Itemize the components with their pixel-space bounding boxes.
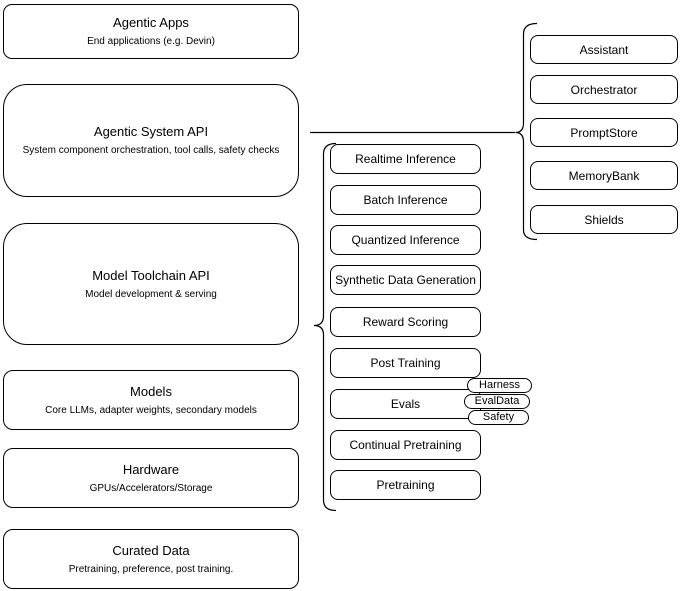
node-title: Hardware — [122, 461, 180, 477]
node-label: Continual Pretraining — [349, 438, 462, 452]
node-models: Models Core LLMs, adapter weights, secon… — [3, 370, 299, 430]
node-label: Post Training — [370, 356, 441, 370]
node-label: Assistant — [579, 42, 629, 57]
node-batch-inference: Batch Inference — [330, 185, 481, 215]
node-label: Reward Scoring — [362, 315, 449, 329]
node-pretraining: Pretraining — [330, 470, 481, 500]
node-evals: Evals — [330, 389, 481, 419]
node-subtitle: Model development & serving — [85, 288, 217, 300]
node-subtitle: Pretraining, preference, post training. — [68, 563, 234, 575]
tag-label: Harness — [479, 379, 520, 391]
node-label: Shields — [584, 212, 624, 227]
node-continual-pretraining: Continual Pretraining — [330, 430, 481, 460]
node-label: PromptStore — [570, 125, 638, 140]
tag-harness: Harness — [467, 378, 532, 393]
node-label: Evals — [390, 397, 421, 411]
node-shields: Shields — [530, 205, 678, 234]
node-subtitle: GPUs/Accelerators/Storage — [89, 482, 213, 494]
node-model-toolchain-api: Model Toolchain API Model development & … — [3, 223, 299, 345]
node-memorybank: MemoryBank — [530, 161, 678, 190]
node-label: Synthetic Data Generation — [335, 273, 476, 287]
node-title: Agentic System API — [93, 124, 209, 139]
node-curated-data: Curated Data Pretraining, preference, po… — [3, 529, 299, 589]
node-label: Pretraining — [376, 478, 435, 492]
node-label: Orchestrator — [570, 82, 638, 97]
node-assistant: Assistant — [530, 35, 678, 64]
node-subtitle: Core LLMs, adapter weights, secondary mo… — [45, 404, 257, 416]
node-hardware: Hardware GPUs/Accelerators/Storage — [3, 448, 299, 508]
tag-evaldata: EvalData — [464, 394, 530, 409]
node-subtitle: End applications (e.g. Devin) — [87, 36, 215, 47]
node-label: Quantized Inference — [351, 233, 460, 247]
node-agentic-system-api: Agentic System API System component orch… — [3, 84, 299, 197]
node-orchestrator: Orchestrator — [530, 75, 678, 104]
node-reward-scoring: Reward Scoring — [330, 307, 481, 337]
tag-label: EvalData — [474, 395, 520, 407]
node-agentic-apps: Agentic Apps End applications (e.g. Devi… — [3, 4, 299, 59]
tag-safety: Safety — [468, 410, 529, 425]
node-title: Agentic Apps — [113, 15, 189, 30]
node-label: Batch Inference — [363, 193, 448, 207]
tag-label: Safety — [482, 411, 515, 423]
node-label: MemoryBank — [568, 168, 640, 183]
node-quantized-inference: Quantized Inference — [330, 225, 481, 255]
node-title: Models — [130, 383, 172, 399]
node-post-training: Post Training — [330, 348, 481, 378]
node-synthetic-data-generation: Synthetic Data Generation — [330, 265, 481, 295]
node-label: Realtime Inference — [355, 152, 456, 166]
node-promptstore: PromptStore — [530, 118, 678, 147]
node-subtitle: System component orchestration, tool cal… — [22, 145, 280, 156]
node-realtime-inference: Realtime Inference — [330, 144, 481, 174]
node-title: Model Toolchain API — [92, 267, 210, 283]
node-title: Curated Data — [112, 542, 190, 558]
